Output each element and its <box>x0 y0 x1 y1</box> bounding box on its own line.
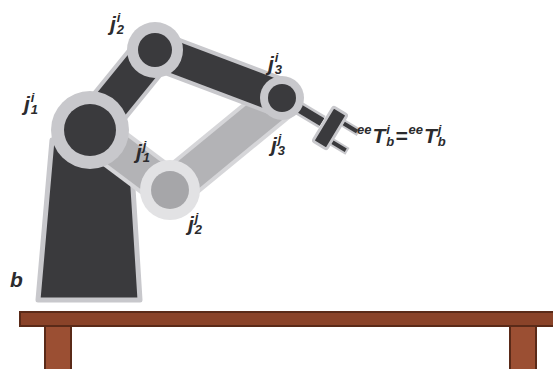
joint-outer <box>127 22 183 78</box>
joint-inner <box>138 33 172 67</box>
joint-outer <box>260 76 304 120</box>
label-symbol: j <box>24 92 30 116</box>
gripper <box>313 107 363 159</box>
subscript: b <box>386 136 394 148</box>
math-label: eeTib=eeTjb <box>356 124 447 148</box>
script-stack: ib <box>386 124 394 148</box>
table-leg <box>510 322 536 369</box>
superscript: i <box>117 12 124 24</box>
subscript: 1 <box>143 152 150 164</box>
script-stack: jb <box>438 124 446 148</box>
joint-inner <box>268 84 296 112</box>
gripper-body <box>313 107 347 150</box>
superscript: ee <box>357 124 371 136</box>
superscript: ee <box>409 124 423 136</box>
joint-outer <box>140 160 200 220</box>
label-symbol: T <box>372 124 385 148</box>
joint-inner <box>151 171 189 209</box>
subscript: 3 <box>278 145 285 157</box>
script-stack: j3 <box>278 133 285 157</box>
joint-inner <box>64 104 116 156</box>
superscript: i <box>386 124 394 136</box>
superscript: i <box>275 52 282 64</box>
math-label: ji2 <box>110 12 125 36</box>
table-leg <box>45 322 71 369</box>
subscript: b <box>438 136 446 148</box>
script-stack: i1 <box>31 92 38 116</box>
math-label: ji1 <box>24 92 39 116</box>
script-spacer <box>357 136 371 148</box>
math-label: jj1 <box>136 140 151 164</box>
superscript: i <box>31 92 38 104</box>
subscript: 3 <box>275 64 282 76</box>
superscript: j <box>438 124 446 136</box>
subscript: 2 <box>117 24 124 36</box>
math-label: b <box>10 268 23 292</box>
script-stack: i3 <box>275 52 282 76</box>
label-symbol: j <box>110 12 116 36</box>
superscript: j <box>278 133 285 145</box>
label-symbol: j <box>268 52 274 76</box>
subscript: 1 <box>31 104 38 116</box>
label-symbol: j <box>188 212 194 236</box>
superscript: j <box>195 212 202 224</box>
table-top <box>20 312 553 326</box>
math-label: ji3 <box>268 52 283 76</box>
script-stack: j1 <box>143 140 150 164</box>
label-symbol: = <box>395 124 407 148</box>
subscript: 2 <box>195 224 202 236</box>
label-symbol: j <box>136 140 142 164</box>
script-stack: ee <box>357 124 371 148</box>
superscript: j <box>143 140 150 152</box>
script-stack: ee <box>409 124 423 148</box>
math-label: jj2 <box>188 212 203 236</box>
math-label: jj3 <box>271 133 286 157</box>
script-spacer <box>409 136 423 148</box>
script-stack: i2 <box>117 12 124 36</box>
label-symbol: T <box>424 124 437 148</box>
script-stack: j2 <box>195 212 202 236</box>
joint-outer <box>51 91 129 169</box>
label-symbol: b <box>10 268 23 292</box>
label-symbol: j <box>271 133 277 157</box>
